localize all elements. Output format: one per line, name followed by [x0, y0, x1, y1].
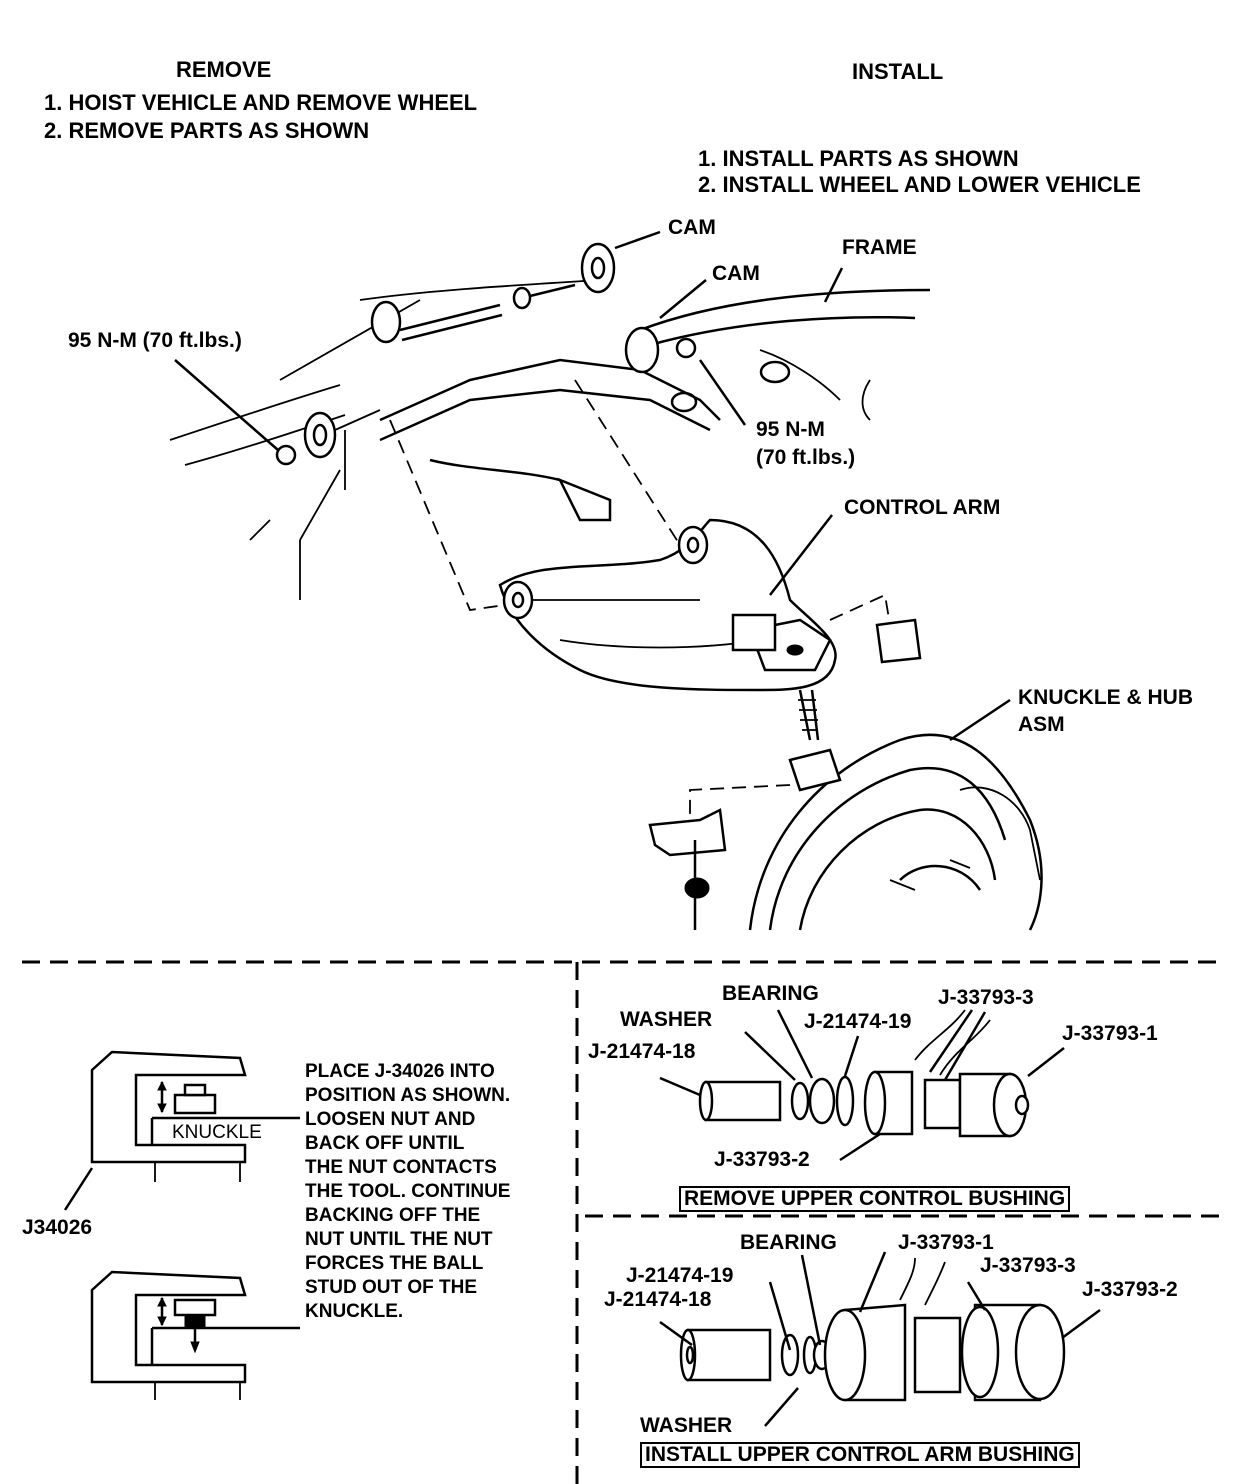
remove-washer-label: WASHER: [620, 1008, 713, 1031]
remove-bearing-label: BEARING: [722, 982, 819, 1005]
control-arm-label: CONTROL ARM: [844, 496, 1001, 519]
install-bearing-label: BEARING: [740, 1231, 837, 1254]
install-heading: INSTALL: [852, 59, 944, 84]
tool-detail-drawing: [63, 1050, 300, 1400]
procedure-line: BACK OFF UNTIL: [305, 1133, 465, 1154]
install-j33793-2-label: J-33793-2: [1082, 1278, 1178, 1301]
install-washer-label: WASHER: [640, 1414, 733, 1437]
cams-and-bolts: [275, 242, 697, 466]
procedure-line: STUD OUT OF THE: [305, 1277, 478, 1298]
procedure-line: PLACE J-34026 INTO: [305, 1061, 495, 1082]
install-j21474-18-label: J-21474-18: [604, 1288, 712, 1311]
frame-label: FRAME: [842, 236, 917, 259]
remove-bushing-drawing: [659, 1009, 1065, 1162]
procedure-line: KNUCKLE.: [305, 1301, 404, 1322]
tool-j34026-label: J34026: [22, 1216, 93, 1239]
remove-j33793-2-label: J-33793-2: [714, 1148, 810, 1171]
knuckle-hub-drawing: [648, 733, 1043, 931]
procedure-line: NUT UNTIL THE NUT: [305, 1229, 493, 1250]
knuckle-hub-label-2: ASM: [1018, 713, 1065, 736]
torque-left-label: 95 N-M (70 ft.lbs.): [68, 329, 242, 352]
cam-label-top: CAM: [668, 216, 716, 239]
torque-right-label-2: (70 ft.lbs.): [756, 446, 856, 469]
remove-j21474-18-label: J-21474-18: [588, 1040, 696, 1063]
cam-label-mid: CAM: [712, 262, 760, 285]
remove-j33793-1-label: J-33793-1: [1062, 1022, 1158, 1045]
knuckle-label: KNUCKLE: [172, 1122, 262, 1143]
remove-step-2: 2. REMOVE PARTS AS SHOWN: [44, 118, 370, 143]
remove-heading: REMOVE: [176, 57, 272, 82]
main-leaders: [174, 230, 1011, 742]
install-step-1: 1. INSTALL PARTS AS SHOWN: [698, 146, 1019, 171]
install-bushing-title: INSTALL UPPER CONTROL ARM BUSHING: [640, 1442, 1080, 1468]
remove-step-1: 1. HOIST VEHICLE AND REMOVE WHEEL: [44, 90, 478, 115]
torque-right-label-1: 95 N-M: [756, 418, 825, 441]
procedure-line: THE TOOL. CONTINUE: [305, 1181, 511, 1202]
remove-j21474-19-label: J-21474-19: [804, 1010, 912, 1033]
install-bushing-drawing: [659, 1251, 1101, 1427]
procedure-line: THE NUT CONTACTS: [305, 1157, 497, 1178]
install-j33793-1-label: J-33793-1: [898, 1231, 994, 1254]
tool-procedure-text: PLACE J-34026 INTO POSITION AS SHOWN. LO…: [305, 1060, 575, 1324]
procedure-line: LOOSEN NUT AND: [305, 1109, 476, 1130]
procedure-line: POSITION AS SHOWN.: [305, 1085, 511, 1106]
install-step-2: 2. INSTALL WHEEL AND LOWER VEHICLE: [698, 172, 1141, 197]
install-j33793-3-label: J-33793-3: [980, 1254, 1076, 1277]
remove-bushing-title: REMOVE UPPER CONTROL BUSHING: [679, 1186, 1071, 1212]
procedure-line: BACKING OFF THE: [305, 1205, 481, 1226]
procedure-line: FORCES THE BALL: [305, 1253, 484, 1274]
control-arm-drawing: [389, 379, 922, 741]
remove-j33793-3-label: J-33793-3: [938, 986, 1034, 1009]
install-j21474-19-label: J-21474-19: [626, 1264, 734, 1287]
knuckle-hub-label-1: KNUCKLE & HUB: [1018, 686, 1193, 709]
